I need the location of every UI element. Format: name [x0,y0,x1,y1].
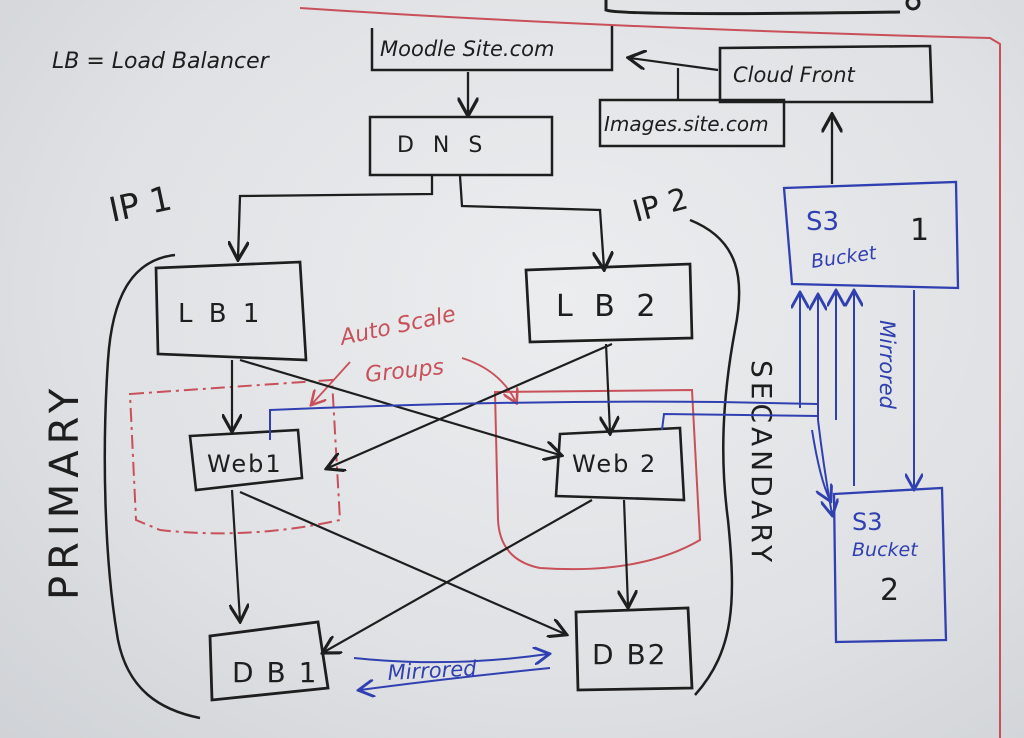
s3-bucket-1-box: S3 Bucket 1 [782,180,960,290]
ip2-label: IP 2 [629,182,692,230]
cloudfront-box: Cloud Front [718,44,934,104]
arrow-lb2-web1 [328,342,613,468]
arrow-web2-db2 [624,499,628,606]
cloudfront-label: Cloud Front [733,63,856,87]
web2-s3-link [661,412,819,431]
lb2-box: L B 2 [524,262,694,344]
autoscale-pointer-1 [312,361,351,404]
autoscale-label-line1: Auto Scale [336,302,458,351]
legend-text: LB = Load Balancer [52,49,271,74]
web1-box: Web1 [188,428,304,492]
top-scribble [604,0,921,16]
moodle-site-box: Moodle Site.com [370,26,614,72]
db-mirrored-label: Mirrored [387,656,478,685]
autoscale-group-2 [493,388,702,571]
arrow-lb1-web2 [239,358,560,455]
db-mirror-arrow-top [353,654,548,662]
s3-2-num: 2 [880,573,899,608]
web2-box: Web 2 [554,426,686,502]
db1-label: D B 1 [232,656,318,689]
autoscale-group-1 [128,378,342,535]
web2-label: Web 2 [572,450,657,478]
s3-trunk-down-2 [811,429,830,500]
s3-2-sub: Bucket [852,539,919,561]
db-mirror-arrow-bottom [360,667,551,690]
autoscale-label-line2: Groups [364,355,445,388]
primary-label: PRIMARY [42,383,88,600]
arrow-cloudfront-moodle [630,58,719,72]
lb1-label: L B 1 [178,299,263,329]
red-border-line [299,7,1001,738]
dns-label: D N S [397,133,488,158]
db2-label: D B2 [592,638,667,671]
autoscale-pointer-2 [461,357,516,402]
arrow-web1-db1 [232,489,240,620]
web1-label: Web1 [207,450,283,478]
s3-1-sub: Bucket [810,242,880,273]
secondary-bracket [689,218,741,696]
arrow-web1-db2 [239,490,565,634]
s3-1-title: S3 [806,207,839,237]
arrow-dns-lb2 [458,175,604,268]
db2-box: D B2 [574,606,694,692]
arrow-lb2-web2 [606,343,610,432]
s3-1-num: 1 [910,213,929,248]
secondary-label: SECANDARY [745,360,778,566]
s3-bucket-2-box: S3 Bucket 2 [832,486,948,644]
lb1-box: L B 1 [154,260,308,362]
moodle-site-label: Moodle Site.com [380,37,554,61]
web1-s3-link [269,400,819,440]
primary-bracket [103,253,201,720]
s3-trunk-down-1 [817,419,832,514]
arrow-web2-db1 [324,499,593,652]
s3-2-title: S3 [852,508,883,536]
s3-mirrored-label: Mirrored [875,320,899,410]
images-site-label: Images.site.com [604,112,769,136]
lb2-label: L B 2 [556,289,661,324]
arrow-dns-lb1 [238,176,434,258]
images-site-box: Images.site.com [598,98,786,148]
ip1-label: IP 1 [106,179,176,231]
dns-box: D N S [368,115,554,177]
db1-box: D B 1 [208,620,330,702]
